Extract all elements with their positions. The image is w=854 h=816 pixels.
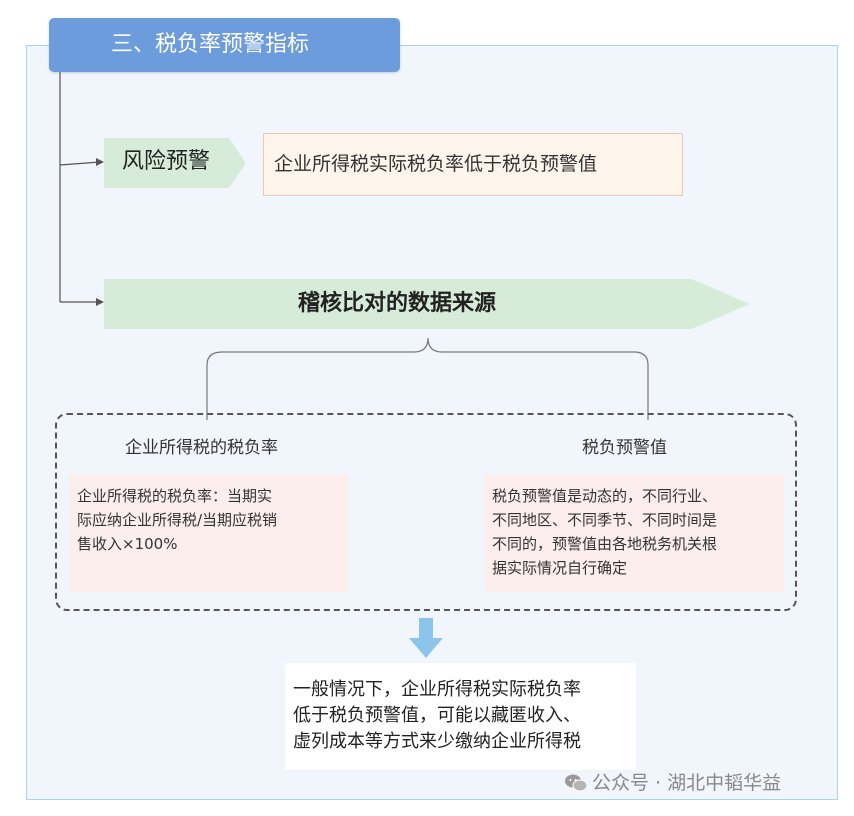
definition-line: 税负预警值是动态的，不同行业、 bbox=[492, 487, 718, 505]
warning-value-definition-box: 税负预警值是动态的，不同行业、 不同地区、不同季节、不同时间是 不同的，预警值由… bbox=[484, 474, 785, 592]
conclusion-line: 低于税负预警值，可能以藏匿收入、 bbox=[293, 705, 581, 726]
comparison-group-box bbox=[55, 413, 797, 611]
down-arrow-icon bbox=[409, 618, 443, 658]
tax-rate-definition-box: 企业所得税的税负率：当期实 际应纳企业所得税/当期应税销 售收入×100% bbox=[69, 474, 347, 592]
column-title-tax-rate: 企业所得税的税负率 bbox=[125, 438, 278, 458]
branch-arrowhead-source bbox=[96, 298, 104, 306]
section-title: 三、税负率预警指标 bbox=[49, 18, 400, 72]
watermark: 公众号 · 湖北中韬华益 bbox=[564, 768, 781, 795]
branch-line-risk bbox=[59, 161, 101, 166]
risk-description-box: 企业所得税实际税负率低于税负预警值 bbox=[263, 133, 683, 196]
definition-line: 不同地区、不同季节、不同时间是 bbox=[492, 511, 718, 529]
branch-arrowhead-risk bbox=[96, 158, 104, 166]
risk-warning-tag: 风险预警 bbox=[104, 138, 246, 188]
conclusion-line: 虚列成本等方式来少缴纳企业所得税 bbox=[293, 731, 581, 752]
definition-line: 据实际情况自行确定 bbox=[492, 559, 628, 577]
wechat-icon bbox=[565, 774, 588, 792]
definition-line: 不同的，预警值由各地税务机关根 bbox=[492, 535, 718, 553]
conclusion-box: 一般情况下，企业所得税实际税负率 低于税负预警值，可能以藏匿收入、 虚列成本等方… bbox=[285, 663, 636, 770]
definition-line: 际应纳企业所得税/当期应税销 bbox=[77, 511, 278, 529]
definition-line: 售收入×100% bbox=[77, 535, 178, 553]
brace-connector bbox=[206, 337, 649, 420]
definition-line: 企业所得税的税负率：当期实 bbox=[77, 487, 273, 505]
conclusion-line: 一般情况下，企业所得税实际税负率 bbox=[293, 679, 581, 700]
data-source-banner: 稽核比对的数据来源 bbox=[104, 279, 750, 329]
watermark-text: 公众号 · 湖北中韬华益 bbox=[592, 772, 782, 794]
column-title-warning-value: 税负预警值 bbox=[582, 438, 667, 458]
